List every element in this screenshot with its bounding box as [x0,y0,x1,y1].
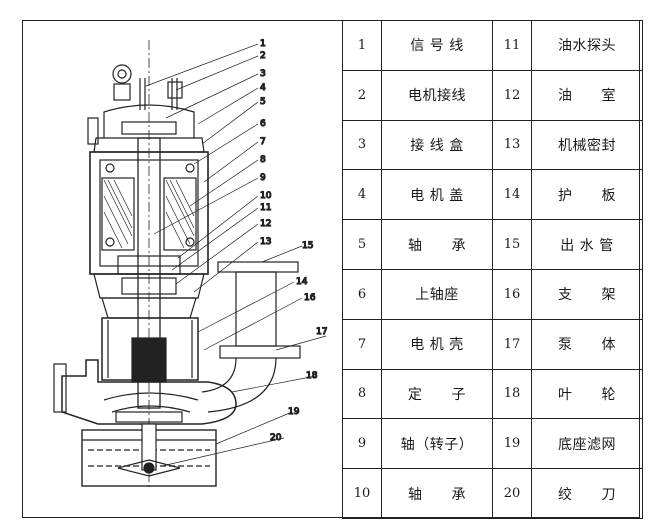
part-number: 19 [492,418,532,470]
signal-line-part [112,64,183,110]
callout-15: 15 [302,241,313,251]
callout-18: 18 [306,371,318,381]
part-name: 上轴座 [381,268,493,320]
part-number: 13 [492,119,532,171]
part-name: 叶 轮 [531,368,643,420]
part-name: 油水探头 [531,20,643,71]
callout-3: 3 [260,69,266,79]
base-filter-part [81,423,217,487]
callout-11: 11 [260,203,271,213]
part-number: 4 [342,169,382,221]
callout-10: 10 [260,191,272,201]
part-name: 接 线 盒 [381,119,493,171]
callout-6: 6 [260,119,266,129]
table-row: 7 电 机 壳 17 泵 体 [342,318,643,370]
part-number: 5 [342,219,382,270]
part-number: 18 [492,368,532,420]
callout-2: 2 [260,51,266,61]
part-number: 6 [342,268,382,320]
part-name: 机械密封 [531,119,643,171]
part-name: 电机接线 [381,69,493,121]
motor-housing-part [89,137,209,409]
part-number: 10 [342,468,382,519]
callout-7: 7 [260,137,266,147]
callout-9: 9 [260,173,266,183]
part-name: 电 机 盖 [381,169,493,221]
part-number: 7 [342,318,382,370]
part-number: 3 [342,119,382,171]
part-name: 定 子 [381,368,493,420]
callout-1: 1 [260,39,266,49]
support-bracket-part [101,317,199,383]
part-number: 14 [492,169,532,221]
part-name: 绞 刀 [531,468,643,519]
callout-numbers: 1 2 3 4 5 6 7 8 9 10 11 12 13 15 14 16 1… [259,38,328,443]
callout-16: 16 [304,293,316,303]
part-number: 2 [342,69,382,121]
table-row: 1 信 号 线 11 油水探头 [342,20,643,71]
part-name: 出 水 管 [531,219,643,270]
discharge-pipe-part [201,261,301,413]
part-name: 轴 承 [381,468,493,519]
part-number: 1 [342,20,382,71]
part-number: 16 [492,268,532,320]
part-number: 8 [342,368,382,420]
callout-19: 19 [288,407,300,417]
part-name: 电 机 壳 [381,318,493,370]
part-name: 信 号 线 [381,20,493,71]
callout-14: 14 [296,277,308,287]
part-number: 17 [492,318,532,370]
cutter-part [117,459,181,477]
part-number: 9 [342,418,382,470]
table-row: 9 轴（转子） 19 底座滤网 [342,418,643,470]
callout-17: 17 [316,327,327,337]
part-number: 20 [492,468,532,519]
callout-4: 4 [260,83,266,93]
part-name: 油 室 [531,69,643,121]
callout-20: 20 [270,433,282,443]
part-name: 底座滤网 [531,418,643,470]
table-row: 3 接 线 盒 13 机械密封 [342,119,643,171]
motor-cover-part [87,104,205,153]
table-row: 8 定 子 18 叶 轮 [342,368,643,420]
pump-body-part [53,359,237,425]
table-row: 5 轴 承 15 出 水 管 [342,219,643,270]
leader-lines [145,43,327,467]
pump-cross-section-drawing: 1 2 3 4 5 6 7 8 9 10 11 12 13 15 14 16 1… [53,38,328,490]
part-number: 12 [492,69,532,121]
table-row: 4 电 机 盖 14 护 板 [342,169,643,221]
table-row: 6 上轴座 16 支 架 [342,268,643,320]
callout-13: 13 [260,237,271,247]
table-row: 2 电机接线 12 油 室 [342,69,643,121]
part-name: 轴（转子） [381,418,493,470]
part-name: 支 架 [531,268,643,320]
part-name: 轴 承 [381,219,493,270]
callout-5: 5 [260,97,266,107]
callout-8: 8 [260,155,266,165]
callout-12: 12 [260,219,271,229]
part-name: 护 板 [531,169,643,221]
part-number: 11 [492,20,532,71]
table-row: 10 轴 承 20 绞 刀 [342,468,643,519]
part-name: 泵 体 [531,318,643,370]
parts-legend-table: 1 信 号 线 11 油水探头 2 电机接线 12 油 室 3 接 线 盒 13… [342,20,643,519]
part-number: 15 [492,219,532,270]
